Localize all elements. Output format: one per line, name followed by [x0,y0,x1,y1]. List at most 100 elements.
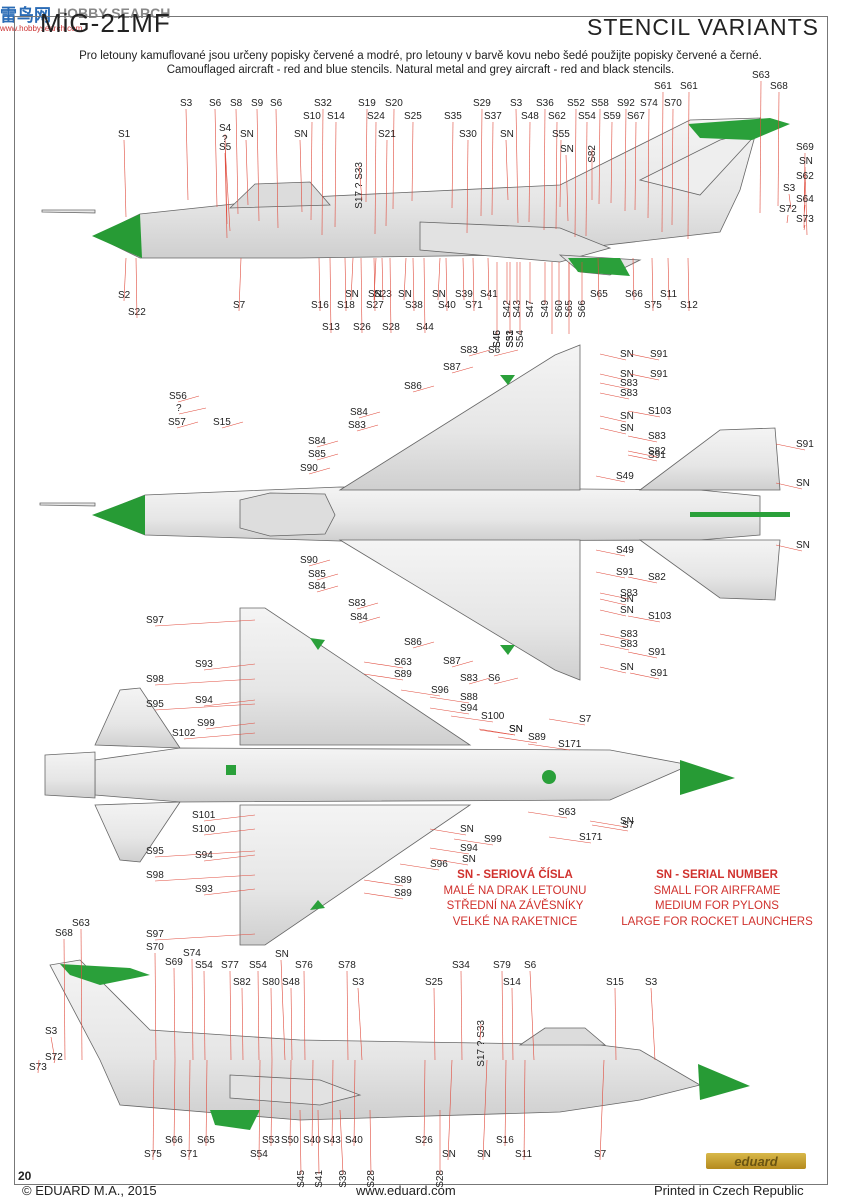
leader-line [423,1059,426,1147]
leader-line [497,736,538,744]
leader-line [598,108,601,205]
leader-line [360,257,363,334]
stencil-label: S91 [650,668,668,679]
stencil-label: S63 [558,807,576,818]
legend-english-line2: MEDIUM FOR PYLONS [655,900,779,912]
stencil-label: S100 [192,824,216,835]
leader-line [203,828,256,836]
leader-line [523,1059,526,1161]
stencil-label: S21 [378,129,396,140]
stencil-label: S85 [308,569,326,580]
leader-line [627,651,658,659]
leader-line [687,91,690,240]
leader-line [318,257,321,312]
stencil-label: S17 ? S33 [354,162,365,209]
stencil-label: S83 [620,639,638,650]
left-fin-tip [60,964,150,985]
legend-english-title: SN - SERIAL NUMBER [656,869,778,881]
leader-line [135,257,138,319]
leader-line [238,257,242,312]
leader-line [559,139,562,208]
leader-line [599,353,627,361]
leader-line [599,609,627,617]
watermark: 雷鸟网 HOBBY SEARCH www.hobbysearch.com [0,0,170,33]
stencil-label: SN [477,1149,491,1160]
leader-line [214,108,218,208]
stencil-label: ? [176,403,182,414]
leader-line [289,1059,292,1147]
leader-line [480,108,483,217]
stencil-label: SN [345,289,359,300]
stencil-label: S100 [481,711,505,722]
leader-line [316,585,339,593]
leader-line [627,576,658,584]
legend-english-line3: LARGE FOR ROCKET LAUNCHERS [621,915,813,928]
stencil-label: S8 [230,98,243,109]
stencil-label: S14 [503,977,521,988]
stencil-label: S97 [146,615,164,626]
stencil-label: S171 [579,832,603,843]
stencil-label: SN [560,144,574,155]
stencil-label: ? [222,134,228,145]
leader-line [363,661,404,669]
left-nose-cone [698,1064,750,1100]
leader-line [775,482,803,490]
leader-line [339,1109,344,1175]
leader-line [280,959,286,1061]
stencil-label: S54 [578,111,596,122]
leader-line [451,121,454,209]
bottom-wingtip-right [310,900,325,910]
stencil-label: S91 [650,369,668,380]
stencil-label: S68 [770,81,788,92]
leader-line [299,139,303,213]
stencil-label: S70 [664,98,682,109]
stencil-label: S91 [650,349,668,360]
stencil-label: S64 [796,194,814,205]
stencil-label: S94 [195,850,213,861]
stencil-label: S69 [796,142,814,153]
stencil-label: S61 [680,81,698,92]
leader-line [363,673,404,681]
leader-line [515,108,519,224]
stencil-label: S43 [512,300,523,318]
stencil-label: S11 [515,1149,532,1160]
leader-line [585,121,588,237]
leader-line [462,257,465,301]
page-number: 20 [18,1169,32,1183]
stencil-label: S10 [303,111,321,122]
stencil-label: S103 [648,611,672,622]
leader-line [599,633,630,641]
leader-line [775,544,803,552]
stencil-label: S47 [525,300,536,318]
section-heading: STENCIL VARIANTS [587,14,819,40]
leader-line [543,108,546,231]
footer-copyright: © EDUARD M.A., 2015 [22,1183,157,1198]
leader-line [203,854,256,862]
aircraft-left-side-view [49,959,702,1121]
leader-line [358,165,363,201]
leader-line [599,427,627,435]
leader-line [627,410,661,418]
top-fuselage-stripe [690,512,790,517]
leader-line [599,382,630,390]
leader-line [80,928,83,1061]
stencil-label: S35 [444,111,462,122]
leader-line [299,1109,302,1175]
leader-line [650,987,656,1061]
stencil-label: S102 [172,728,196,739]
stencil-label: S62 [548,111,566,122]
leader-line [527,743,571,751]
stencil-label: S93 [195,884,213,895]
bottom-wingtip-left [310,638,325,650]
leader-line [221,421,244,429]
leader-line [385,139,388,227]
stencil-label: S73 [29,1062,47,1073]
leader-line [453,838,494,846]
stencil-label: S88 [460,692,478,703]
stencil-label: S28 [366,1170,377,1188]
stencil-label: SN [620,605,634,616]
stencil-label: S99 [197,718,215,729]
leader-line [504,1059,507,1147]
stencil-label: SN [620,349,634,360]
stencil-label: S93 [195,659,213,670]
